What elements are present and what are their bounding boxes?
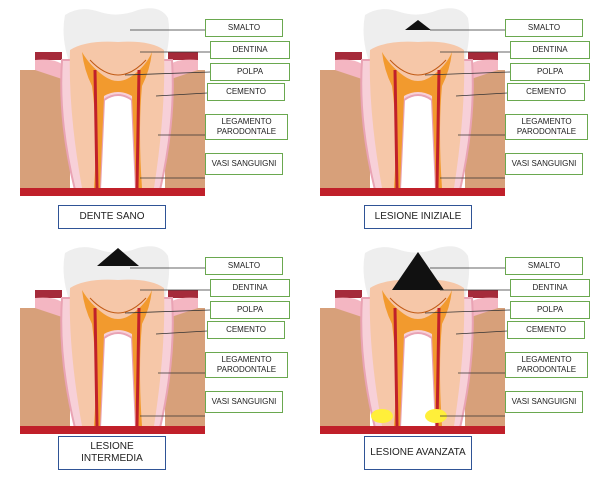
- label-smalto: SMALTO: [205, 19, 283, 37]
- caption-line1: DENTE SANO: [79, 211, 145, 222]
- label-vasi-sanguigni: VASI SANGUIGNI: [505, 391, 583, 413]
- label-cemento: CEMENTO: [507, 321, 585, 339]
- label-vasi-sanguigni: VASI SANGUIGNI: [505, 153, 583, 175]
- label-legamento-line1: LEGAMENTO: [221, 355, 272, 364]
- dentin: [69, 41, 165, 188]
- pulp: [382, 52, 452, 188]
- pulp: [82, 52, 152, 188]
- pulp: [382, 290, 452, 426]
- label-dentina: DENTINA: [210, 41, 290, 59]
- label-smalto: SMALTO: [205, 257, 283, 275]
- caption-line1: LESIONE INIZIALE: [374, 211, 462, 222]
- label-polpa: POLPA: [210, 301, 290, 319]
- label-smalto: SMALTO: [505, 257, 583, 275]
- vessel-bar: [320, 188, 505, 196]
- label-polpa: POLPA: [510, 63, 590, 81]
- panel-caption: LESIONE AVANZATA: [364, 436, 472, 470]
- panel-caption: LESIONE INIZIALE: [364, 205, 472, 229]
- vessel-bar: [320, 426, 505, 434]
- label-cemento: CEMENTO: [507, 83, 585, 101]
- dentin: [69, 279, 165, 426]
- lesion-mark: [97, 248, 139, 266]
- blood-vessels: [93, 69, 141, 189]
- lesion-mark: [405, 20, 431, 30]
- blood-vessels: [93, 307, 141, 427]
- label-smalto: SMALTO: [505, 19, 583, 37]
- tooth-illustration: [20, 246, 211, 434]
- label-legamento-line2: PARODONTALE: [216, 365, 277, 374]
- abscess-right: [425, 409, 447, 423]
- tooth-illustration: [320, 8, 511, 196]
- label-vasi-sanguigni: VASI SANGUIGNI: [205, 153, 283, 175]
- vessel-bar: [20, 426, 205, 434]
- caption-line2: INTERMEDIA: [81, 453, 143, 464]
- label-dentina: DENTINA: [210, 279, 290, 297]
- label-polpa: POLPA: [510, 301, 590, 319]
- label-legamento-line1: LEGAMENTO: [221, 117, 272, 126]
- label-legamento-line2: PARODONTALE: [516, 127, 577, 136]
- blood-vessels: [393, 307, 441, 427]
- blood-vessels: [393, 69, 441, 189]
- dentin: [369, 41, 465, 188]
- label-dentina: DENTINA: [510, 41, 590, 59]
- vessel-bar: [20, 188, 205, 196]
- label-cemento: CEMENTO: [207, 83, 285, 101]
- caption-line1: LESIONE: [90, 441, 134, 452]
- label-dentina: DENTINA: [510, 279, 590, 297]
- label-legamento-line2: PARODONTALE: [516, 365, 577, 374]
- pulp: [82, 290, 152, 426]
- label-polpa: POLPA: [210, 63, 290, 81]
- lesion-mark: [392, 252, 444, 290]
- tooth-illustration: [320, 246, 511, 434]
- abscess-left: [371, 409, 393, 423]
- caption-line1: LESIONE AVANZATA: [370, 447, 466, 458]
- label-legamento-line2: PARODONTALE: [216, 127, 277, 136]
- label-vasi-sanguigni: VASI SANGUIGNI: [205, 391, 283, 413]
- label-legamento-line1: LEGAMENTO: [521, 117, 572, 126]
- label-cemento: CEMENTO: [207, 321, 285, 339]
- dentin: [369, 279, 465, 426]
- tooth-illustration: [20, 8, 211, 196]
- label-legamento-line1: LEGAMENTO: [521, 355, 572, 364]
- panel-caption: DENTE SANO: [58, 205, 166, 229]
